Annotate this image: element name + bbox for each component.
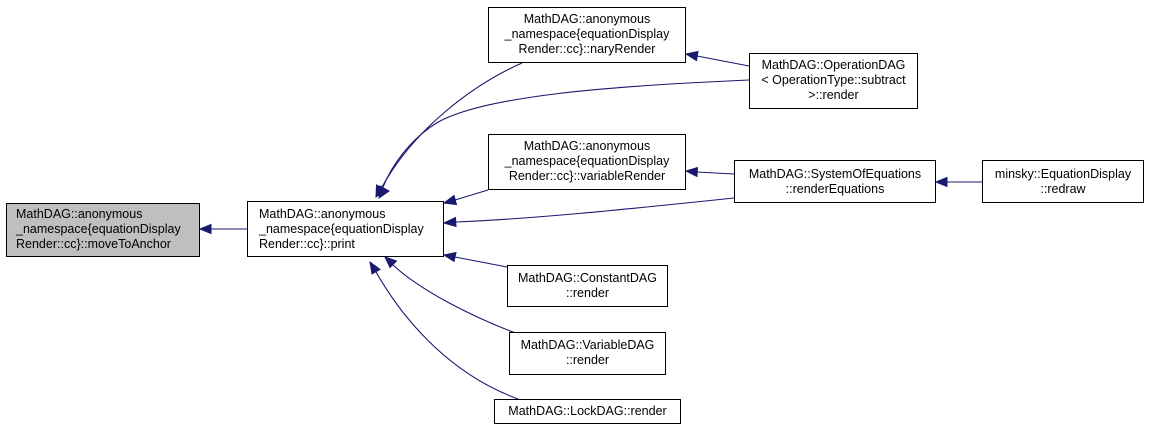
node-label-line: >::render xyxy=(808,88,859,102)
node-label-line: Render::cc}::naryRender xyxy=(518,42,656,56)
edge-nary-render-to-print xyxy=(381,62,523,188)
arrowhead xyxy=(384,256,398,269)
node-label-line: _namespace{equationDisplay xyxy=(16,222,181,236)
node-operation-dag-render[interactable]: MathDAG::OperationDAG < OperationType::s… xyxy=(749,53,918,109)
node-render-equations[interactable]: MathDAG::SystemOfEquations ::renderEquat… xyxy=(734,160,936,203)
arrowhead xyxy=(369,260,381,275)
edge-render-equations-to-variable-render xyxy=(696,171,735,175)
node-lock-dag-render[interactable]: MathDAG::LockDAG::render xyxy=(494,399,681,424)
arrowhead xyxy=(378,185,390,200)
node-label-line: _namespace{equationDisplay xyxy=(504,154,670,168)
node-label-line: MathDAG::VariableDAG xyxy=(520,338,655,352)
node-equation-display-redraw[interactable]: minsky::EquationDisplay ::redraw xyxy=(982,160,1144,203)
node-variable-render[interactable]: MathDAG::anonymous _namespace{equationDi… xyxy=(488,134,686,190)
edge-operation-dag-render-to-nary-render xyxy=(696,55,750,67)
node-label-line: _namespace{equationDisplay xyxy=(259,222,424,236)
edge-constant-dag-render-to-print xyxy=(454,256,508,268)
node-move-to-anchor[interactable]: MathDAG::anonymous _namespace{equationDi… xyxy=(6,203,200,257)
node-label-line: _namespace{equationDisplay xyxy=(504,27,670,41)
node-label-line: MathDAG::ConstantDAG xyxy=(518,271,657,285)
node-nary-render[interactable]: MathDAG::anonymous _namespace{equationDi… xyxy=(488,7,686,63)
node-label-line: minsky::EquationDisplay xyxy=(994,167,1132,181)
edge-variable-render-to-print xyxy=(454,189,489,201)
arrowhead xyxy=(684,50,699,62)
arrowhead xyxy=(934,176,948,188)
node-variable-dag-render[interactable]: MathDAG::VariableDAG ::render xyxy=(509,332,666,375)
node-label-line: ::render xyxy=(565,286,610,300)
node-label-line: MathDAG::anonymous xyxy=(523,139,651,153)
arrowhead xyxy=(442,216,457,228)
node-print[interactable]: MathDAG::anonymous _namespace{equationDi… xyxy=(247,201,444,257)
arrowhead xyxy=(442,194,458,206)
edge-variable-dag-render-to-print xyxy=(392,264,519,335)
node-label-line: MathDAG::SystemOfEquations xyxy=(748,167,922,181)
node-label-line: ::render xyxy=(565,353,610,367)
node-label-line: Render::cc}::variableRender xyxy=(508,169,666,183)
edge-lock-dag-render-to-print xyxy=(375,271,519,400)
edge-render-equations-to-print xyxy=(455,197,735,223)
node-label-line: ::redraw xyxy=(1040,182,1086,196)
edge-operation-dag-render-to-print xyxy=(382,79,750,188)
node-label-line: MathDAG::anonymous xyxy=(259,207,386,221)
node-constant-dag-render[interactable]: MathDAG::ConstantDAG ::render xyxy=(507,265,668,307)
arrowhead xyxy=(442,251,457,263)
node-label-line: MathDAG::LockDAG::render xyxy=(508,404,667,418)
node-label-line: MathDAG::anonymous xyxy=(523,12,651,26)
node-label-line: Render::cc}::moveToAnchor xyxy=(16,237,171,251)
node-label-line: ::renderEquations xyxy=(785,182,885,196)
node-label-line: MathDAG::anonymous xyxy=(16,207,143,221)
arrowhead xyxy=(684,166,699,178)
node-label-line: MathDAG::OperationDAG xyxy=(761,58,906,72)
node-label-line: Render::cc}::print xyxy=(259,237,355,251)
arrowhead xyxy=(198,223,212,235)
node-label-line: < OperationType::subtract xyxy=(761,73,906,87)
